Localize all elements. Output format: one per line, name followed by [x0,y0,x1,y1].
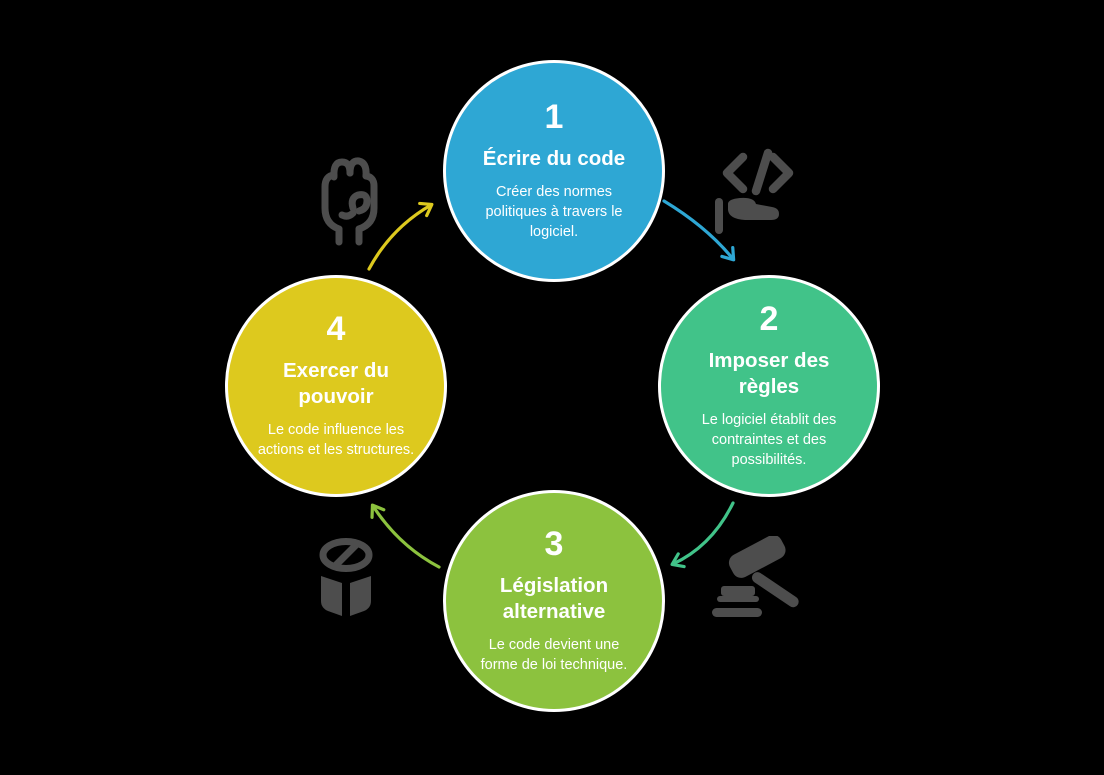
step-description: Le code devient une forme de loi techniq… [480,637,628,674]
step-title: Exercer du pouvoir [283,358,389,408]
arrow-2-to-3 [670,501,735,569]
arrow-3-to-4 [370,503,441,569]
step-number: 1 [544,97,564,136]
step-number: 3 [544,524,564,563]
step-circle-1: 1 Écrire du code Créer des normes politi… [443,60,665,282]
step-circle-3: 3 Législation alternative Le code devien… [443,490,665,712]
step-number: 4 [326,309,346,348]
step-title: Imposer des règles [708,348,830,398]
step-title: Législation alternative [499,573,609,623]
step-description: Créer des normes politiques à travers le… [485,184,623,241]
step-circle-4: 4 Exercer du pouvoir Le code influence l… [225,275,447,497]
fist-icon [321,157,378,246]
step-number: 2 [759,299,779,338]
step-description: Le code influence les actions et les str… [257,422,415,459]
arrow-1-to-2 [662,199,736,262]
step-circle-2: 2 Imposer des règles Le logiciel établit… [658,275,880,497]
box-prohibition-icon [319,538,373,616]
arrow-4-to-1 [367,201,434,271]
gavel-icon [712,536,799,617]
code-hand-icon [715,148,794,234]
step-description: Le logiciel établit des contraintes et d… [701,412,837,469]
step-title: Écrire du code [482,146,626,170]
